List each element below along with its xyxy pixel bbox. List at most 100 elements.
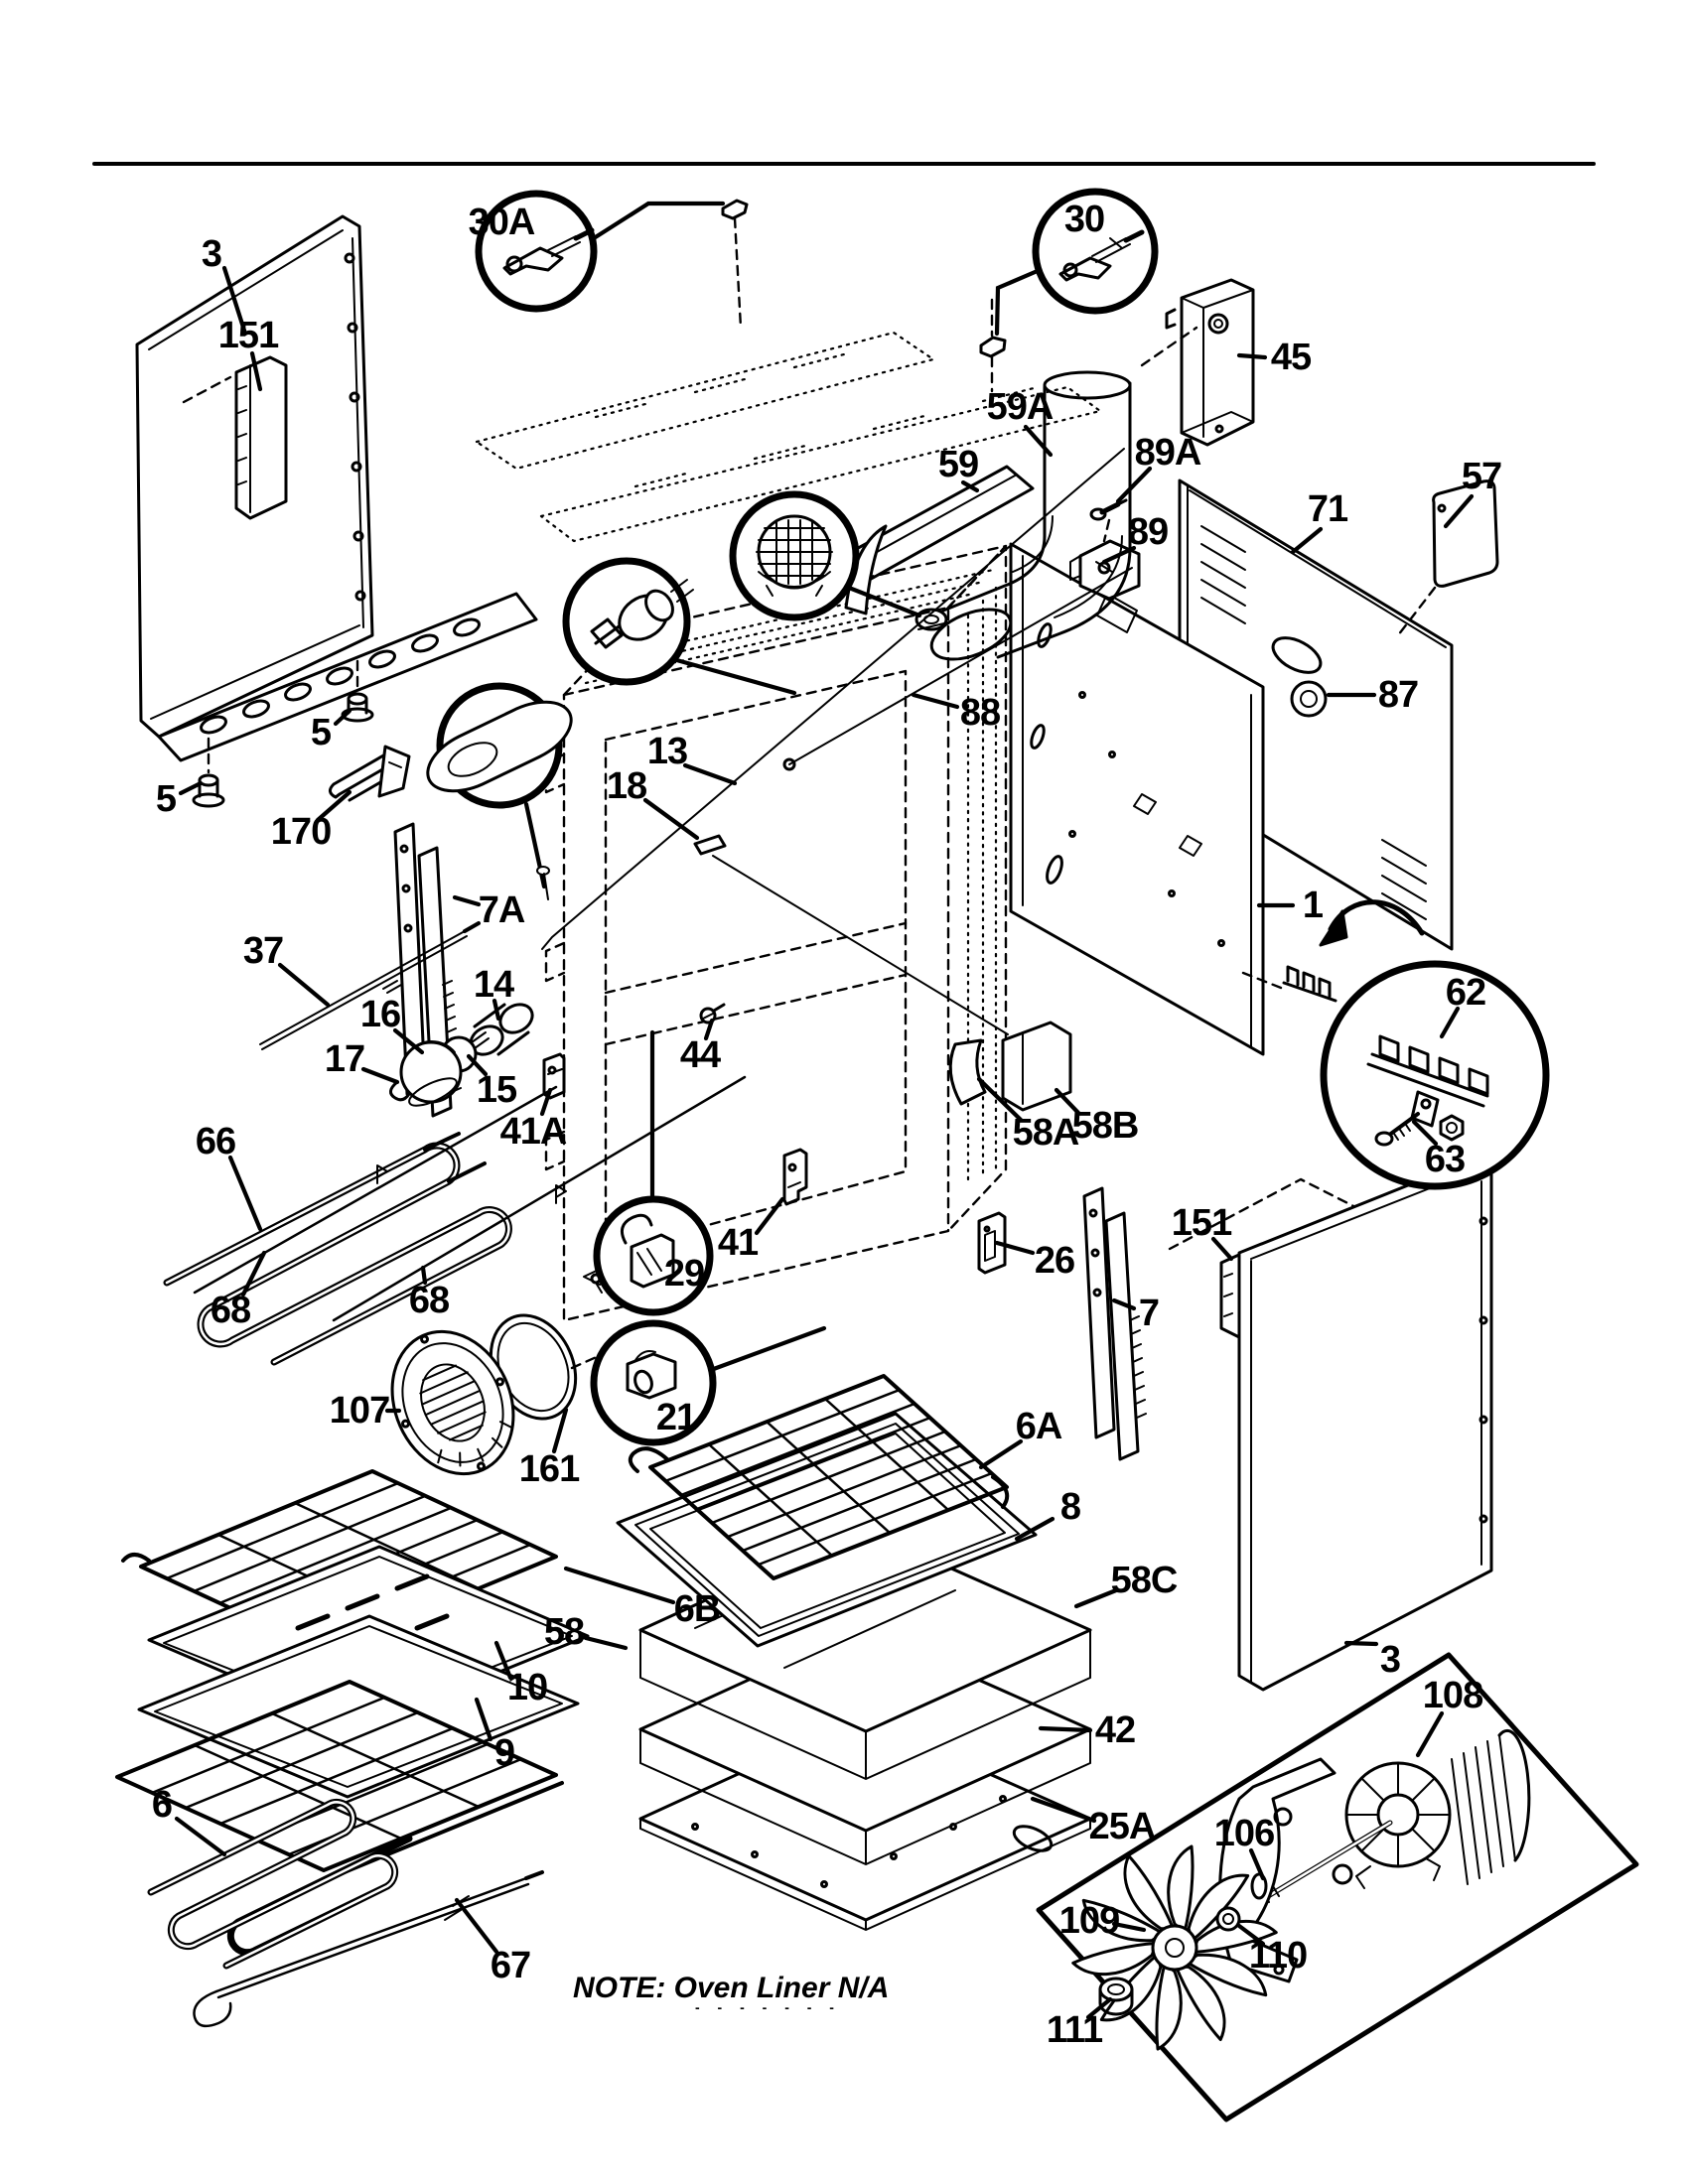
part-6b-leader [563, 1566, 676, 1605]
part-44-leader [703, 1018, 715, 1041]
part-6a-leader [978, 1438, 1024, 1470]
latch-29-detail [620, 1213, 675, 1289]
part-26-label: 26 [1035, 1240, 1074, 1282]
part-161-label: 161 [519, 1448, 580, 1490]
part-14-label: 14 [474, 964, 514, 1006]
bracket-89 [1069, 539, 1141, 601]
part-14-leader [492, 998, 501, 1022]
part-30a-leader [591, 201, 726, 241]
part-89-label: 89 [1128, 511, 1168, 553]
part-41-leader [754, 1196, 785, 1236]
thermostat-18 [693, 834, 1009, 1035]
leveling-leg-left [192, 737, 225, 808]
part-5-right-leader [333, 708, 352, 727]
rear-panel-inner [1009, 542, 1265, 1056]
heat-shield-bracket-left [182, 355, 288, 520]
part-62-leader [1439, 1006, 1461, 1039]
part-3-left-label: 3 [202, 233, 221, 275]
rack-rail-7 [1082, 1186, 1147, 1461]
part-88-leader [911, 692, 960, 710]
part-59-leader [960, 479, 980, 493]
ground-strap-30-detail [1058, 229, 1145, 282]
part-110-label: 110 [1249, 1935, 1307, 1977]
bracket-41a [542, 1052, 566, 1100]
part-151-left-leader [249, 350, 263, 392]
part-62-callout-circle [1320, 960, 1550, 1190]
part-44-label: 44 [680, 1034, 721, 1076]
part-37-label: 37 [243, 930, 283, 972]
part-111-label: 111 [1047, 2009, 1103, 2051]
ground-clip-b [979, 298, 1007, 393]
ground-clip-a [721, 199, 749, 330]
part-30a-label: 30A [469, 202, 535, 243]
part-25a-label: 25A [1089, 1806, 1156, 1847]
fan-assembly-border [1036, 1652, 1639, 2122]
part-87-label: 87 [1378, 674, 1418, 716]
part-25a-leader [1030, 1796, 1097, 1824]
part-66-label: 66 [196, 1121, 235, 1162]
vent-cap [914, 608, 948, 631]
washer-110 [1215, 1906, 1241, 1932]
part-68-left-leader [240, 1250, 267, 1297]
part-57-label: 57 [1462, 456, 1501, 497]
part-89a-label: 89A [1135, 432, 1201, 474]
part-8-label: 8 [1060, 1486, 1080, 1528]
wire-13 [541, 448, 1125, 950]
anti-tip-bracket [329, 745, 411, 802]
part-3-right-leader [1343, 1640, 1379, 1647]
part-45-label: 45 [1271, 337, 1312, 378]
part-108-label: 108 [1423, 1675, 1482, 1716]
insulation-58a [948, 1038, 987, 1106]
glide-21-detail [626, 1350, 677, 1400]
part-71-leader [1290, 526, 1324, 555]
part-10-label: 10 [507, 1667, 547, 1708]
light-lens-16 [399, 1039, 463, 1107]
part-9-leader [474, 1697, 493, 1742]
part-59b-leader [846, 585, 922, 618]
part-108-leader [1415, 1710, 1445, 1758]
part-18-leader [642, 797, 700, 841]
left-side-panel [135, 214, 538, 762]
bracket-41 [782, 1148, 808, 1206]
part-161-leader [551, 1407, 569, 1454]
part-21-label: 21 [656, 1397, 697, 1438]
part-17-label: 17 [325, 1038, 364, 1080]
note-clipped-line: - - - - - - - [695, 1999, 841, 2015]
part-58c-leader [1073, 1587, 1119, 1609]
part-151-left-label: 151 [218, 315, 279, 356]
part-5-left-leader [178, 780, 204, 796]
part-63-label: 63 [1425, 1139, 1465, 1180]
lens-clip-17 [389, 1080, 411, 1102]
part-37-leader [277, 962, 331, 1008]
vent-duct-upper-59a [929, 370, 1132, 661]
part-170-label: 170 [271, 811, 331, 853]
probe-37 [259, 921, 481, 1050]
part-17-leader [360, 1066, 400, 1085]
oven-sensor-67 [193, 1870, 544, 2028]
part-3-left-leader [221, 265, 248, 337]
part-151-right-label: 151 [1172, 1202, 1232, 1244]
part-10-leader [493, 1640, 513, 1681]
part-71-label: 71 [1308, 488, 1348, 530]
part-58a-leader [976, 1076, 1024, 1123]
element-support-rods-68 [193, 1075, 747, 1322]
screw-89a [1089, 498, 1128, 543]
part-111-leader [1085, 1996, 1113, 2020]
part-109-leader [1111, 1921, 1147, 1933]
part-9-label: 9 [494, 1732, 514, 1774]
part-63-leader [1411, 1119, 1439, 1147]
terminal-block-62-detail [1366, 1034, 1489, 1147]
part-45-leader [1236, 352, 1268, 360]
vent-trim-feature-87 [1271, 636, 1328, 718]
part-8-leader [1014, 1516, 1055, 1542]
part-58b-label: 58B [1072, 1105, 1139, 1147]
part-30-leader [994, 267, 1043, 337]
part-16-label: 16 [360, 994, 400, 1035]
part-58c-label: 58C [1111, 1560, 1178, 1601]
plate-26 [977, 1211, 1007, 1275]
part-106-leader [1248, 1847, 1266, 1881]
part-109-label: 109 [1059, 1900, 1119, 1942]
part-15-leader [466, 1053, 489, 1077]
